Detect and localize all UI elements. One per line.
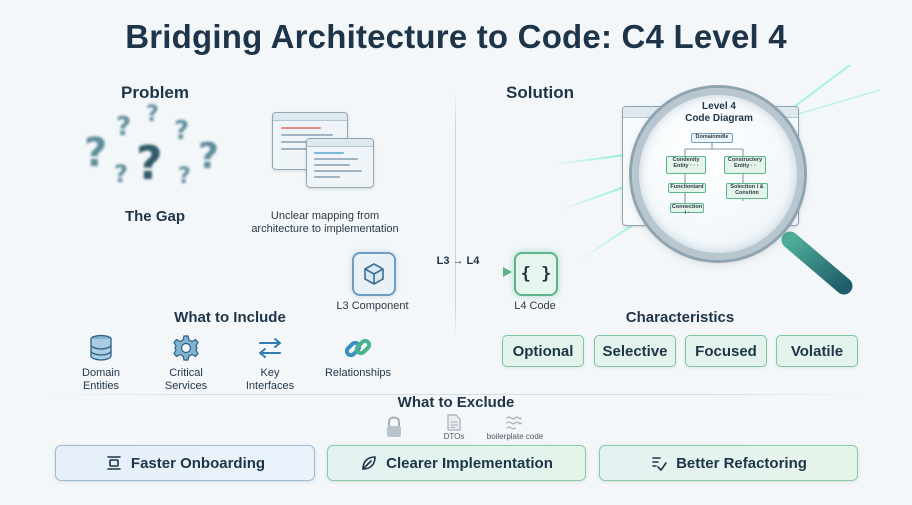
include-item-critical-services: Critical Services [150,367,222,393]
benefit-label: Faster Onboarding [130,454,266,472]
include-label-line2: Services [164,380,208,392]
magnifier-lens-icon [632,88,804,260]
benefit-clearer-implementation: Clearer Implementation [327,445,586,481]
bottom-divider [40,394,872,395]
l3-to-l4-label: L3 → L4 [436,255,480,267]
center-divider [455,90,456,340]
lens-title-line1: Level 4 [702,101,736,112]
l4-label: L4 Code [514,300,556,312]
swap-arrows-icon [259,338,281,358]
chip-focused: Focused [685,335,767,367]
include-label-line1: Relationships [324,367,392,379]
benefit-label: Clearer Implementation [386,454,553,472]
database-icon [90,334,112,361]
gap-label: The Gap [124,208,185,225]
question-marks-icon: ? ? ? ? ? ? ? ? [84,102,219,190]
mapping-caption-line1: Unclear mapping from [270,210,380,222]
chip-volatile: Volatile [776,335,858,367]
include-item-relationships: Relationships [318,367,398,380]
include-label-line2: Entities [82,380,120,392]
benefit-label: Better Refactoring [676,454,807,472]
glow-rays [549,64,881,261]
braces-icon: { } [520,264,552,284]
chain-link-icon [344,338,372,358]
problem-heading: Problem [120,83,190,102]
code-node: Solection i & Constion [726,183,768,199]
exclude-label-dtos: DTOs [443,432,465,441]
solution-heading: Solution [506,83,574,102]
l4-code-box: { } [514,252,558,296]
code-node: Connection i · [670,203,704,216]
benefit-faster-onboarding: Faster Onboarding [55,445,315,481]
chip-optional: Optional [502,335,584,367]
page-title: Bridging Architecture to Code: C4 Level … [125,18,787,55]
include-label-line1: Key [260,367,280,379]
document-icon [447,414,461,431]
code-node: Domainmdle [691,133,733,143]
code-windows-icon [272,112,382,192]
mapping-caption-line2: architecture to implementation [251,223,399,235]
leaf-icon [360,454,378,472]
mapping-caption: Unclear mapping from architecture to imp… [240,210,410,236]
cube-icon [364,263,384,285]
include-label-line1: Critical [169,367,203,379]
wave-lines-icon [506,416,522,430]
include-item-key-interfaces: Key Interfaces [236,367,304,393]
include-label-line1: Domain [82,367,120,379]
exclude-heading: What to Exclude [397,394,515,411]
code-node: Functioniard [668,183,706,193]
characteristics-heading: Characteristics [625,309,735,326]
code-node: Constructery Entity · · [724,156,766,174]
lens-title-line2: Code Diagram [685,113,753,124]
exclude-label-boilerplate: boilerplate code [486,432,544,441]
chip-selective: Selective [594,335,676,367]
flow-arrow-icon [407,267,512,277]
include-label-line2: Interfaces [245,380,295,392]
refactor-check-icon [650,454,668,472]
onboarding-icon [105,454,123,472]
lens-title: Level 4 Code Diagram [664,101,774,125]
lock-icon [387,416,401,437]
include-heading: What to Include [174,309,286,326]
benefit-better-refactoring: Better Refactoring [599,445,858,481]
gear-icon [173,335,199,361]
code-node: Condenity Entity · · · [666,156,706,174]
include-item-domain-entities: Domain Entities [66,367,136,393]
l3-component-box [352,252,396,296]
l3-label: L3 Component [336,300,409,312]
